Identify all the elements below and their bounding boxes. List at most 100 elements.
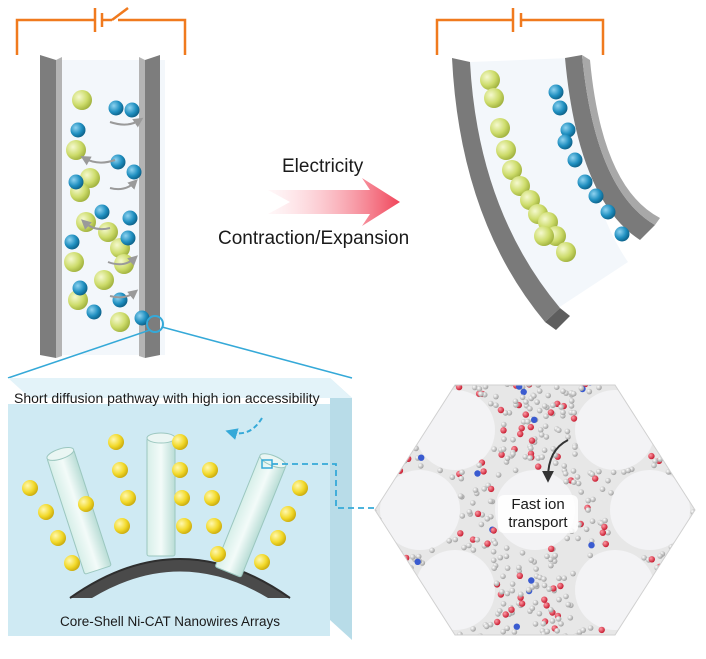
mof-atom [393,593,400,600]
mof-atom [385,385,392,389]
yellow-ion-ball [206,518,222,534]
mof-atom [383,618,389,624]
mof-atom [502,611,509,618]
mof-atom [675,402,681,408]
mof-atom [391,405,397,412]
mof-atom [682,535,689,541]
mof-atom [380,592,386,598]
mof-atom [501,421,507,428]
cation-ball [64,252,84,272]
mof-atom [665,571,672,578]
mof-atom [499,589,505,595]
left-electrode-a [40,55,56,358]
cation-ball [72,90,92,110]
anion-ball [86,304,102,320]
mof-atom [490,557,497,564]
mof-atom [404,431,411,438]
mof-atom [691,385,695,389]
mof-atom [457,493,464,499]
mof-atom [687,427,694,434]
mof-atom [664,458,671,465]
mof-atom [392,584,399,591]
mof-atom [407,611,414,618]
mof-atom [556,427,562,434]
mof-atom [513,623,520,630]
mof-atom [423,385,430,386]
mof-atom [375,528,379,535]
cation-ball [556,242,576,262]
mof-atom [688,424,695,431]
mof-atom [512,398,519,405]
mof-atom [484,540,491,547]
mof-atom [654,436,660,442]
mof-atom [508,606,515,613]
mof-atom [562,633,569,635]
mof-atom [377,481,384,488]
mof-atom [502,410,509,416]
mof-atom [683,439,689,446]
mof-atom [661,446,668,453]
mof-atom [528,557,535,563]
mof-atom [388,475,394,481]
mof-atom [385,604,393,611]
mof-atom [493,402,499,409]
anion-ball [64,234,80,250]
mof-atom [564,535,570,542]
fast-ion-transport-label: Fast ion transport [498,495,578,533]
mof-atom [503,553,510,560]
mof-atom [474,536,481,543]
mof-atom [379,411,386,418]
anion-ball [70,122,86,138]
mof-atom [565,434,571,440]
mof-atom [680,609,686,615]
yellow-ion-ball [172,462,188,478]
mof-atom [414,558,421,565]
mof-atom [682,601,689,608]
mof-atom [543,434,550,440]
mof-atom [575,480,582,487]
mof-atom [395,616,401,622]
mof-atom [547,556,554,563]
mof-atom [639,631,646,635]
mof-atom [375,537,377,544]
yellow-ion-ball [270,530,286,546]
mof-atom [478,521,485,528]
mof-atom [410,425,416,432]
mof-atom [436,385,442,389]
mof-atom [653,434,661,441]
mof-atom [375,471,378,477]
yellow-ion-ball [176,518,192,534]
yellow-ion-ball [254,554,270,570]
mof-atom [520,388,527,396]
yellow-ion-ball [120,490,136,506]
mof-atom [522,454,529,460]
mof-atom [392,435,399,442]
mof-atom [528,437,536,444]
mof-atom [427,385,434,386]
mof-atom [552,552,558,559]
mof-atom [535,463,542,470]
mof-atom [381,616,388,622]
mof-atom [500,628,507,635]
anion-ball [600,204,616,220]
mof-atom [541,447,548,454]
mof-atom [377,534,385,542]
cation-ball [490,118,510,138]
mof-atom [375,527,377,533]
mof-atom [552,460,559,466]
mof-atom [583,526,590,533]
mof-atom [587,625,594,631]
mof-atom [568,398,575,404]
mof-atom [664,583,671,591]
mof-atom [672,562,679,569]
electricity-label: Electricity [282,156,364,177]
mof-atom [406,441,413,448]
mof-atom [481,486,488,492]
mof-atom [418,454,425,461]
mof-atom [563,593,569,600]
mof-atom [379,567,386,574]
mof-atom [510,436,516,443]
mof-atom [544,628,551,635]
mof-atom [512,467,519,474]
mof-atom [675,410,682,417]
